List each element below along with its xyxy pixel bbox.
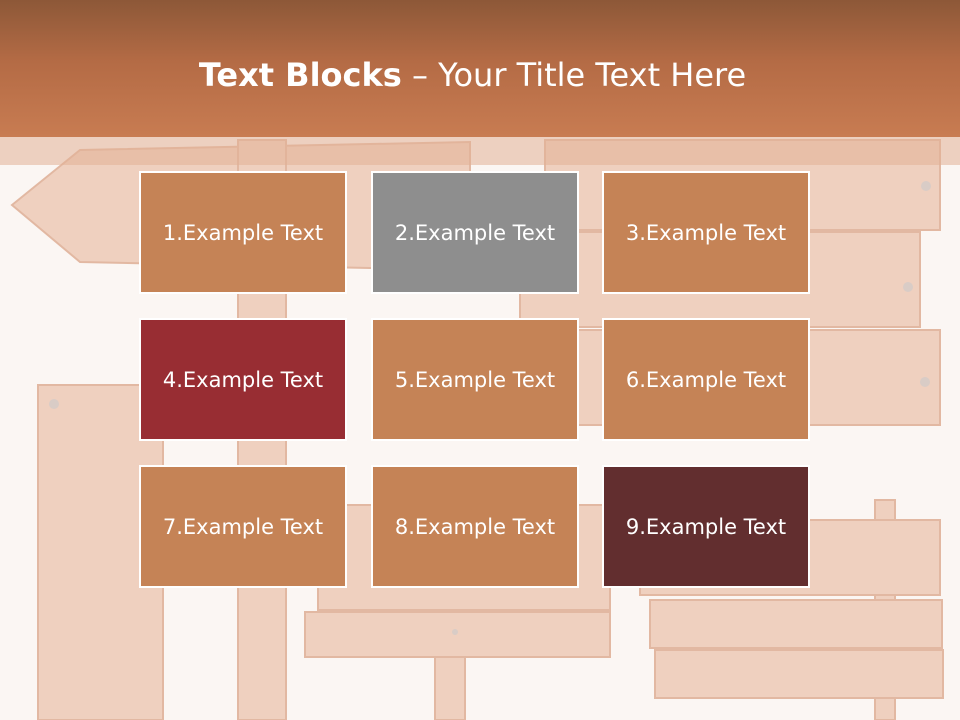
title-bar	[0, 0, 960, 137]
text-block-6: 6.Example Text	[602, 318, 810, 441]
text-block-3: 3.Example Text	[602, 171, 810, 294]
title-rest: Your Title Text Here	[438, 56, 747, 94]
text-block-9: 9.Example Text	[602, 465, 810, 588]
slide-title: Text Blocks – Your Title Text Here	[0, 52, 945, 98]
text-block-label: 6.Example Text	[625, 367, 787, 392]
text-block-1: 1.Example Text	[139, 171, 347, 294]
text-block-7: 7.Example Text	[139, 465, 347, 588]
text-block-5: 5.Example Text	[371, 318, 579, 441]
text-block-label: 4.Example Text	[162, 367, 324, 392]
text-block-label: 7.Example Text	[162, 514, 324, 539]
text-block-label: 5.Example Text	[394, 367, 556, 392]
text-block-label: 3.Example Text	[625, 220, 787, 245]
text-block-label: 2.Example Text	[394, 220, 556, 245]
text-block-8: 8.Example Text	[371, 465, 579, 588]
title-dash: –	[401, 56, 439, 94]
text-block-label: 9.Example Text	[625, 514, 787, 539]
title-bold-part: Text Blocks	[198, 56, 402, 94]
title-bar-divider	[0, 137, 960, 165]
text-block-2: 2.Example Text	[371, 171, 579, 294]
text-block-label: 8.Example Text	[394, 514, 556, 539]
text-block-4: 4.Example Text	[139, 318, 347, 441]
text-block-label: 1.Example Text	[162, 220, 324, 245]
